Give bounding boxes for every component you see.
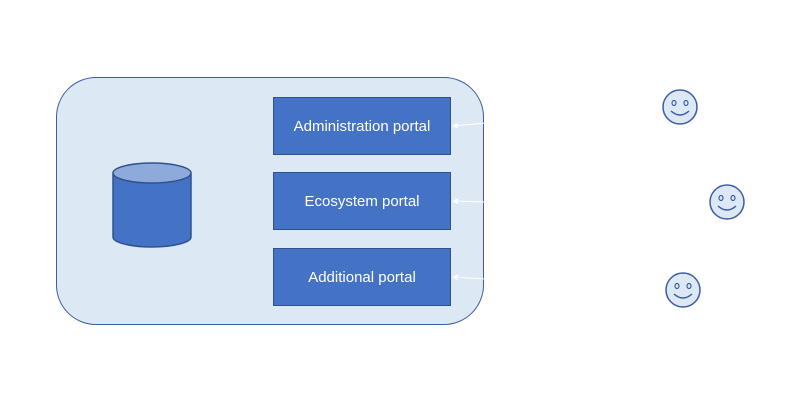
smiley-face-icon [709,184,745,220]
smiley-face-icon [665,272,701,308]
portal-label: Additional portal [308,268,416,286]
portal-label: Ecosystem portal [304,192,420,210]
ecosystem-portal-box: Ecosystem portal [273,172,451,230]
additional-portal-box: Additional portal [273,248,451,306]
administration-portal-box: Administration portal [273,97,451,155]
portal-label: Administration portal [293,117,431,135]
smiley-face-icon [662,89,698,125]
